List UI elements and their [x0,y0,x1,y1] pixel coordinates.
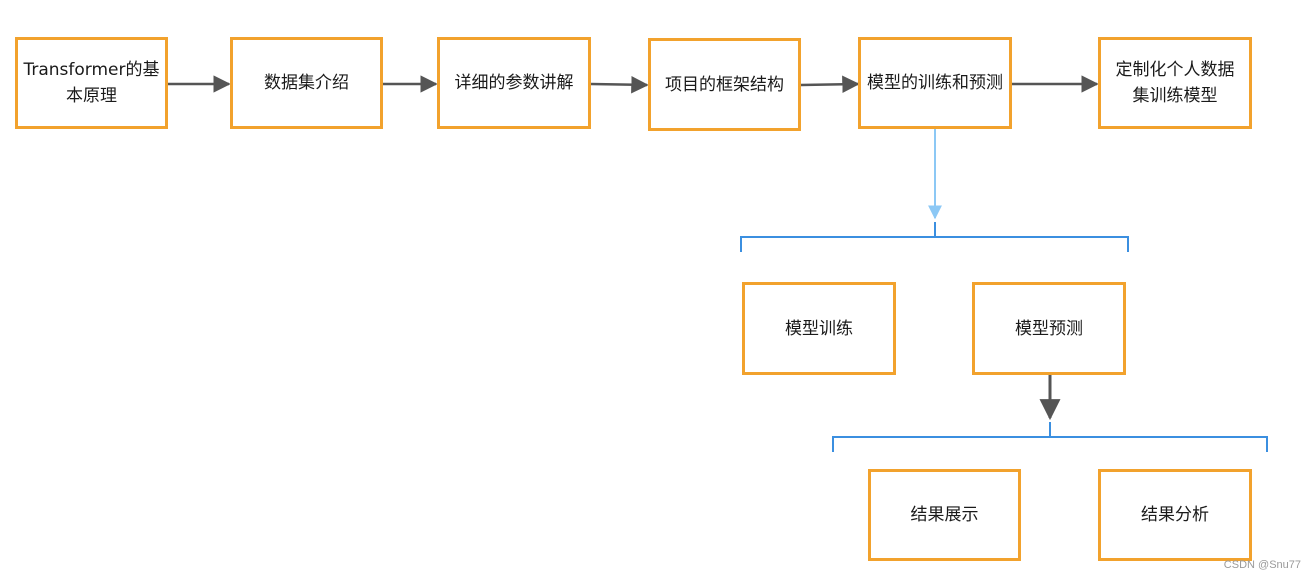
node-model-predict-label: 模型预测 [1015,318,1083,339]
node-model-train: 模型训练 [742,282,896,375]
node-train-predict: 模型的训练和预测 [858,37,1012,129]
node-model-train-label: 模型训练 [785,318,853,339]
node-project-framework: 项目的框架结构 [648,38,801,131]
node-result-analysis-label: 结果分析 [1141,505,1209,525]
node-param-detail: 详细的参数讲解 [437,37,591,129]
node-transformer-basics: Transformer的基本原理 [15,37,168,129]
node-dataset-intro-label: 数据集介绍 [264,73,349,93]
node-project-framework-label: 项目的框架结构 [665,74,784,95]
watermark: CSDN @Snu77 [1223,559,1301,571]
bracket-split-2 [832,422,1268,452]
bracket-split-1 [740,222,1129,252]
arrow-4-to-5 [800,75,860,94]
node-param-detail-label: 详细的参数讲解 [454,73,574,93]
node-dataset-intro: 数据集介绍 [230,37,383,129]
node-result-display: 结果展示 [868,469,1021,561]
node-result-display-label: 结果展示 [910,505,979,525]
node-custom-dataset: 定制化个人数据集训练模型 [1098,37,1252,129]
node-train-predict-label: 模型的训练和预测 [867,73,1003,93]
node-model-predict: 模型预测 [972,282,1126,375]
node-custom-dataset-label: 定制化个人数据集训练模型 [1115,60,1235,106]
node-transformer-basics-label: Transformer的基本原理 [23,60,160,106]
node-result-analysis: 结果分析 [1098,469,1252,561]
arrow-3-to-4 [590,75,649,94]
